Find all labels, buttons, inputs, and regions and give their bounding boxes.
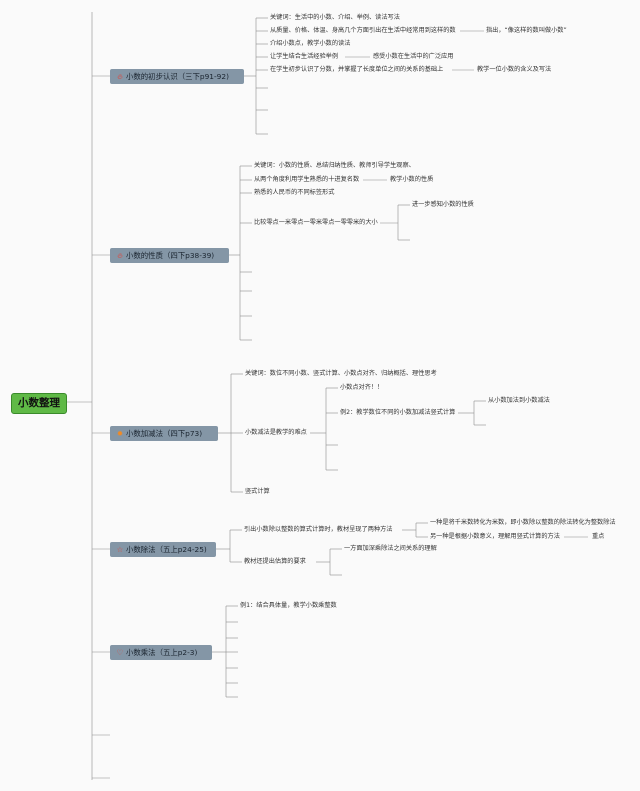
fire-icon: 🔥︎ <box>117 72 123 81</box>
star-outline-icon: ☆ <box>116 545 124 554</box>
note-text[interactable]: 从小数加法到小数减法 <box>488 397 550 404</box>
note-text[interactable]: 教学小数的性质 <box>390 176 434 183</box>
sub-branch-text[interactable]: 另一种是根据小数意义，理解用竖式计算的方法 <box>430 533 560 540</box>
branch-text[interactable]: 小数减法是教学的难点 <box>245 429 307 436</box>
note-text[interactable]: 进一步感知小数的性质 <box>412 201 474 208</box>
topic-label: 小数除法（五上p24-25) <box>126 545 207 554</box>
topic-node-addition-subtraction[interactable]: ✹小数加减法（四下p73) <box>110 426 218 441</box>
topic-label: 小数加减法（四下p73) <box>126 429 203 438</box>
branch-text[interactable]: 关键词：生活中的小数、介绍、举例、读法写法 <box>270 14 400 21</box>
branch-text[interactable]: 让学生结合生活经验举例 <box>270 53 339 60</box>
note-text[interactable]: 感受小数在生活中的广泛应用 <box>373 53 454 60</box>
topic-label: 小数的性质（四下p38-39) <box>126 251 215 260</box>
branch-text[interactable]: 关键词：数位不同小数、竖式计算、小数点对齐、归纳概括、理性思考 <box>245 370 437 377</box>
topic-label: 小数乘法（五上p2-3) <box>126 648 198 657</box>
sub-branch-text[interactable]: 一方面加深乘除法之间关系的理解 <box>344 545 437 552</box>
branch-text[interactable]: 比较零点一米零点一零米零点一零零米的大小 <box>254 219 378 226</box>
topic-node-properties[interactable]: 🔥︎小数的性质（四下p38-39) <box>110 248 229 263</box>
branch-text[interactable]: 例1：结合具体量，教学小数乘整数 <box>240 602 337 609</box>
note-text[interactable]: 指出，“像这样的数叫做小数” <box>486 27 567 34</box>
sub-branch-text[interactable]: 例2：教学数位不同的小数加减法竖式计算 <box>340 409 456 416</box>
branch-text[interactable]: 在学生初步认识了分数，并掌握了长度单位之间的关系的基础上 <box>270 66 444 73</box>
note-text[interactable]: 重点 <box>592 533 605 540</box>
branch-text[interactable]: 从两个角度利用学生熟悉的十进复名数 <box>254 176 360 183</box>
sub-branch-text[interactable]: 小数点对齐！！ <box>340 384 384 391</box>
root-node[interactable]: 小数整理 <box>11 393 67 414</box>
topic-node-initial-understanding[interactable]: 🔥︎小数的初步认识（三下p91-92) <box>110 69 244 84</box>
topic-node-multiplication[interactable]: ♡小数乘法（五上p2-3) <box>110 645 212 660</box>
fire-icon: 🔥︎ <box>117 251 123 260</box>
branch-text[interactable]: 竖式计算 <box>245 488 270 495</box>
branch-text[interactable]: 教材还提出估算的要求 <box>244 558 306 565</box>
branch-text[interactable]: 关键词：小数的性质、总结归纳性质、教师引导学生观察、 <box>254 162 415 169</box>
note-text[interactable]: 教学一位小数的含义及写法 <box>477 66 552 73</box>
branch-text[interactable]: 介绍小数点，教学小数的读法 <box>270 40 351 47</box>
sub-branch-text[interactable]: 一种是将千米数转化为米数，即小数除以整数的除法转化为整数除法 <box>430 519 616 526</box>
branch-text[interactable]: 从质量、价格、体温、身高几个方面引出在生活中经常用到这样的数 <box>270 27 456 34</box>
sun-icon: ✹ <box>116 429 124 438</box>
topic-node-division[interactable]: ☆小数除法（五上p24-25) <box>110 542 216 557</box>
branch-text[interactable]: 熟悉的人民币的不同标签形式 <box>254 189 335 196</box>
branch-text[interactable]: 引出小数除以整数的算式计算时，教材呈现了两种方法 <box>244 526 393 533</box>
heart-outline-icon: ♡ <box>116 648 124 657</box>
topic-label: 小数的初步认识（三下p91-92) <box>126 72 229 81</box>
